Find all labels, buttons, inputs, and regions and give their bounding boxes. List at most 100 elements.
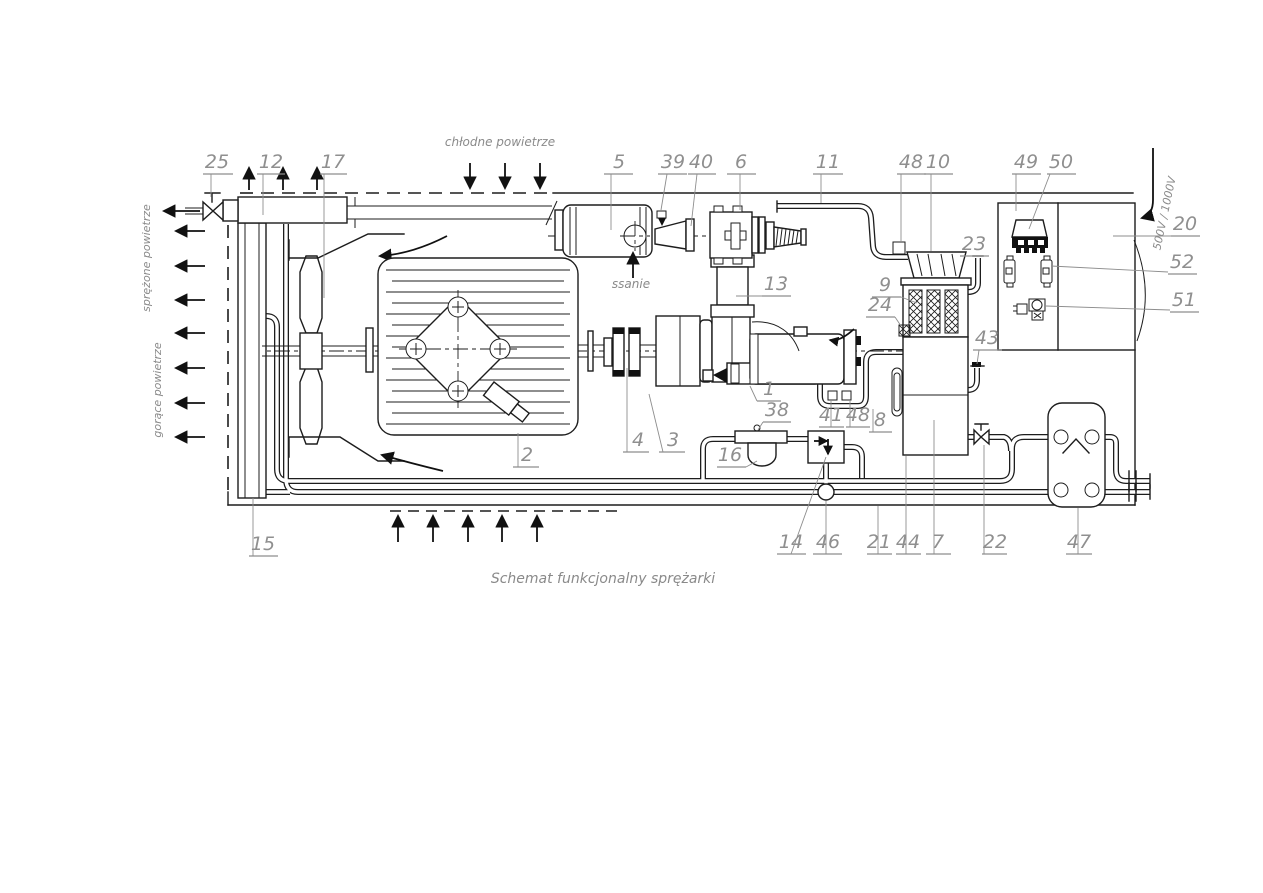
oil-separator-7 <box>891 336 985 456</box>
svg-text:8: 8 <box>874 409 886 431</box>
callout-20: 20 <box>1113 213 1200 237</box>
callout-14: 14 <box>777 456 827 555</box>
svg-text:43: 43 <box>975 327 999 349</box>
electrical-cabinet-20 <box>997 202 1146 351</box>
piping <box>258 197 1150 502</box>
callout-3: 3 <box>648 393 685 453</box>
svg-text:50: 50 <box>1049 151 1073 173</box>
callout-11: 11 <box>813 151 843 203</box>
callout-5: 5 <box>604 151 633 230</box>
oil-cooler-9 <box>898 284 969 338</box>
oil-filter-16 <box>734 424 788 467</box>
callout-44: 44 <box>896 456 921 555</box>
svg-text:13: 13 <box>764 273 788 295</box>
callout-21: 21 <box>867 506 892 555</box>
callout-17: 17 <box>320 151 347 298</box>
motor-2 <box>377 257 579 436</box>
svg-text:40: 40 <box>689 151 713 173</box>
svg-text:22: 22 <box>983 531 1007 553</box>
diagram-caption: Schemat funkcjonalny sprężarki <box>491 571 715 587</box>
sensor-48b <box>841 390 852 401</box>
svg-text:3: 3 <box>667 429 679 451</box>
power-supply-cable <box>1140 148 1155 222</box>
sensor-24 <box>898 324 911 337</box>
oil-pump-46 <box>817 483 835 501</box>
air-filter-5 <box>554 204 653 278</box>
callout-16: 16 <box>717 444 758 468</box>
callout-8: 8 <box>869 409 892 433</box>
sensor-41 <box>827 390 838 401</box>
svg-text:16: 16 <box>718 444 742 466</box>
bell-housing-3 <box>655 315 713 387</box>
svg-text:49: 49 <box>1014 151 1038 173</box>
svg-text:46: 46 <box>816 531 840 553</box>
fuse-52-left <box>1003 255 1016 288</box>
svg-text:9: 9 <box>879 274 891 296</box>
callout-15: 15 <box>249 498 278 557</box>
callout-51: 51 <box>1045 289 1199 313</box>
cold-air-label: chłodne powietrze <box>445 135 555 149</box>
cooling-fan-17 <box>262 255 378 445</box>
intake-valve-6 <box>654 205 807 265</box>
airflow-arrows <box>173 163 547 542</box>
air-guide-vanes <box>288 233 448 472</box>
callout-22: 22 <box>982 445 1007 555</box>
motor-bolts <box>405 296 511 402</box>
callout-48a: 48 <box>897 151 926 242</box>
conduit-gland <box>482 380 531 423</box>
hot-air-label: gorące powietrze <box>151 342 164 437</box>
compressed-air-label: sprężone powietrze <box>140 204 153 312</box>
callout-25: 25 <box>203 151 233 197</box>
callout-41: 41 <box>819 401 844 428</box>
suction-label: ssanie <box>612 277 650 291</box>
svg-text:24: 24 <box>868 294 892 316</box>
svg-text:5: 5 <box>613 151 625 173</box>
radiator-15 <box>237 222 267 499</box>
callout-6: 6 <box>727 151 756 210</box>
callout-47: 47 <box>1066 508 1092 555</box>
callout-7: 7 <box>926 420 951 555</box>
svg-text:51: 51 <box>1172 289 1196 311</box>
svg-text:1: 1 <box>763 378 775 400</box>
callout-12: 12 <box>257 151 285 215</box>
callout-48b: 48 <box>846 401 870 428</box>
heat-exchanger-47 <box>1047 402 1106 508</box>
svg-text:23: 23 <box>962 233 986 255</box>
callout-9: 9 <box>872 274 918 304</box>
svg-text:47: 47 <box>1067 531 1091 553</box>
callout-43: 43 <box>973 327 1002 365</box>
svg-text:17: 17 <box>321 151 345 173</box>
callout-2: 2 <box>513 433 539 468</box>
svg-text:10: 10 <box>926 151 950 173</box>
fitting-43 <box>972 362 981 367</box>
svg-text:52: 52 <box>1170 251 1194 273</box>
compressor-1 <box>702 315 861 401</box>
callout-4: 4 <box>623 368 649 453</box>
svg-text:14: 14 <box>779 531 803 553</box>
callout-10: 10 <box>924 151 953 251</box>
reducer-40 <box>654 220 687 250</box>
callout-40: 40 <box>688 151 716 227</box>
motor-fins <box>386 269 570 425</box>
svg-text:2: 2 <box>521 444 533 466</box>
callout-24: 24 <box>866 294 902 327</box>
switch-51 <box>1013 298 1046 321</box>
svg-text:38: 38 <box>765 399 789 421</box>
fan-housing-10 <box>892 241 972 286</box>
callout-46: 46 <box>813 501 842 555</box>
callout-50: 50 <box>1028 151 1076 230</box>
callout-39: 39 <box>658 151 687 211</box>
callout-52: 52 <box>1050 251 1197 275</box>
svg-text:6: 6 <box>735 151 747 173</box>
svg-text:21: 21 <box>867 531 891 553</box>
svg-text:48: 48 <box>899 151 923 173</box>
outlet-valve-25 <box>185 192 224 222</box>
sensor-48a <box>892 241 906 255</box>
coupling-4 <box>578 327 656 377</box>
contactor-50 <box>1011 219 1048 253</box>
svg-text:15: 15 <box>251 533 275 555</box>
nozzle-39 <box>656 210 667 219</box>
callouts: 25 12 17 5 39 40 6 11 48 10 49 50 20 52 … <box>203 151 1200 557</box>
svg-text:4: 4 <box>632 429 644 451</box>
